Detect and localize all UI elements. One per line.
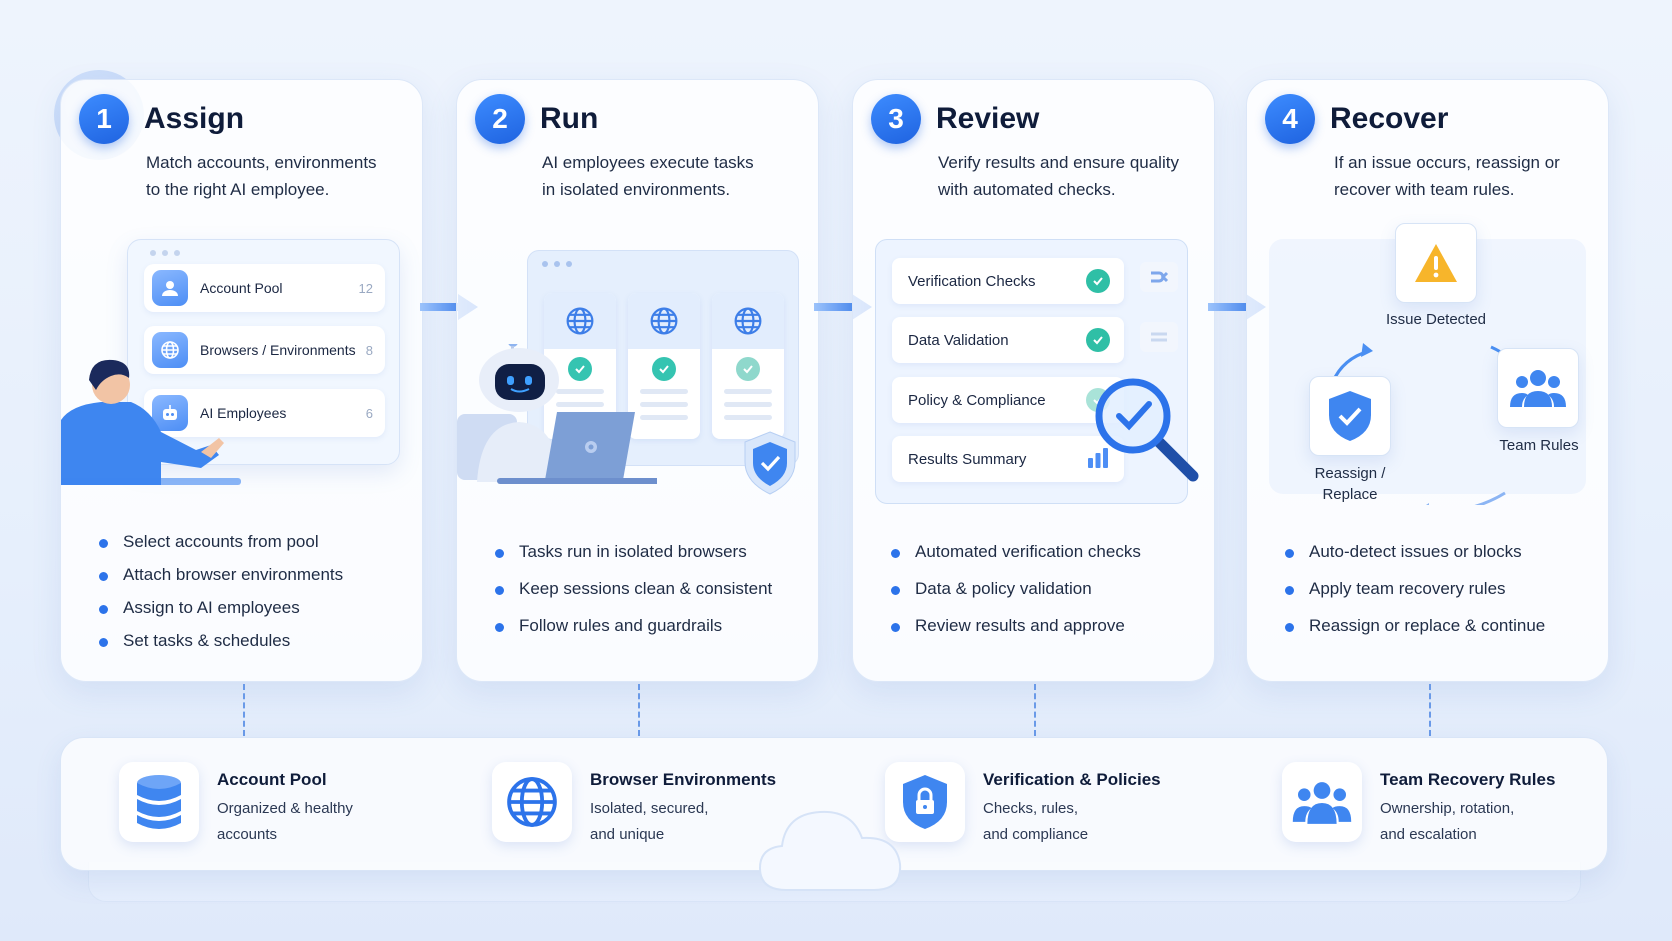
robot-icon [152, 395, 188, 431]
dashed-connector [1429, 684, 1431, 736]
magnifier-check-icon [1095, 378, 1199, 482]
browser-window-illustration [527, 250, 799, 466]
feature-verification-policies: Verification & Policies Checks, rules,an… [885, 762, 1161, 848]
browser-tile [712, 293, 784, 439]
step-bullets: Select accounts from pool Attach browser… [99, 532, 343, 651]
pool-item-browsers[interactable]: Browsers / Environments 8 [144, 326, 385, 374]
shield-check-icon [1329, 391, 1371, 441]
step-number: 1 [79, 94, 129, 144]
step-number: 3 [871, 94, 921, 144]
check-row-verification[interactable]: Verification Checks [892, 258, 1124, 304]
pool-item-accounts[interactable]: Account Pool 12 [144, 264, 385, 312]
database-icon [119, 762, 199, 842]
check-icon [1086, 328, 1110, 352]
equals-icon [1140, 322, 1178, 352]
node-team-rules[interactable] [1497, 348, 1579, 428]
assign-panel: Account Pool 12 Browsers / Environments … [127, 239, 400, 465]
team-icon [1282, 762, 1362, 842]
feature-team-recovery-rules: Team Recovery Rules Ownership, rotation,… [1282, 762, 1555, 848]
node-issue-detected[interactable] [1395, 223, 1477, 303]
warning-icon [1415, 244, 1457, 282]
shield-check-icon [744, 431, 796, 495]
review-panel: Verification Checks Data Validation Poli… [875, 239, 1188, 504]
step-card-recover: 4 Recover If an issue occurs, reassign o… [1246, 79, 1609, 682]
robot-laptop-illustration [457, 344, 657, 484]
cloud-icon [758, 810, 902, 891]
dashed-connector [243, 684, 245, 736]
step-number: 2 [475, 94, 525, 144]
pool-item-ai-employees[interactable]: AI Employees 6 [144, 389, 385, 437]
step-bullets: Tasks run in isolated browsers Keep sess… [495, 542, 772, 636]
globe-icon [152, 332, 188, 368]
shield-lock-icon [885, 762, 965, 842]
node-reassign-replace[interactable] [1309, 376, 1391, 456]
browser-tile [544, 293, 616, 439]
link-icon [1140, 262, 1178, 292]
reassign-label: Reassign /Replace [1314, 465, 1386, 503]
step-card-review: 3 Review Verify results and ensure quali… [852, 79, 1215, 682]
step-bullets: Auto-detect issues or blocks Apply team … [1285, 542, 1545, 636]
dashed-connector [1034, 684, 1036, 736]
user-icon [152, 270, 188, 306]
step-title: Run [540, 102, 599, 135]
step-title: Recover [1330, 102, 1449, 135]
feature-browser-environments: Browser Environments Isolated, secured,a… [492, 762, 776, 848]
step-title: Assign [144, 102, 245, 135]
check-row-policy[interactable]: Policy & Compliance [892, 377, 1124, 423]
globe-icon [492, 762, 572, 842]
team-icon [1510, 370, 1566, 407]
step-number: 4 [1265, 94, 1315, 144]
check-row-results-summary[interactable]: Results Summary [892, 436, 1124, 482]
dashed-connector [638, 684, 640, 736]
step-bullets: Automated verification checks Data & pol… [891, 542, 1141, 636]
bar-chart-icon [1086, 446, 1110, 473]
check-icon [1086, 269, 1110, 293]
step-title: Review [936, 102, 1040, 135]
browser-tile [628, 293, 700, 439]
person-pointing-illustration [61, 359, 241, 485]
check-row-data-validation[interactable]: Data Validation [892, 317, 1124, 363]
